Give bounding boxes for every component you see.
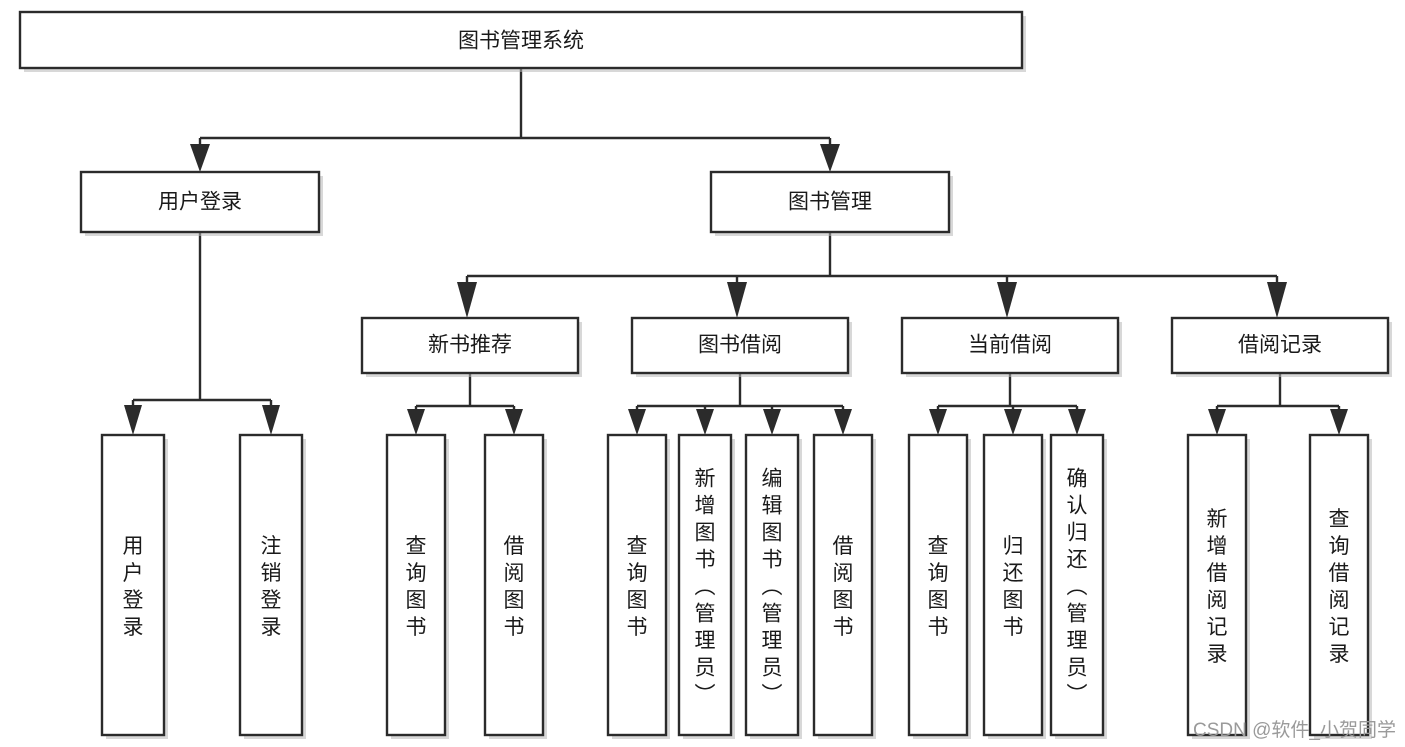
node-book-manage-box[interactable] (709, 170, 951, 234)
leaf-node-layer: 用户登录 注销登录 查询图书 借阅图书 查询图书 新增图书︵管理员︶ 编辑图书︵管理员︶ 借阅… (100, 433, 1372, 739)
node-root-label: 图书管理系统 (458, 30, 584, 53)
arrow-head-leaf-return-book (1004, 409, 1022, 435)
node-leaf-query-book-2[interactable]: 查询图书 (606, 433, 670, 739)
node-leaf-return-book-label: 归还图书 (1003, 535, 1024, 639)
node-leaf-borrow-book-1-label: 借阅图书 (504, 535, 525, 639)
node-leaf-query-book-1[interactable]: 查询图书 (385, 433, 449, 739)
node-leaf-edit-book[interactable]: 编辑图书︵管理员︶ (744, 433, 802, 739)
arrow-head-leaf-logout (262, 405, 280, 435)
node-user-login[interactable]: 用户登录 (79, 170, 323, 236)
node-leaf-borrow-book-2-box[interactable] (812, 433, 874, 737)
node-borrow-record-label: 借阅记录 (1238, 334, 1322, 357)
node-borrow-record-box[interactable] (1170, 316, 1390, 375)
arrow-head-leaf-borrow-book-2 (834, 409, 852, 435)
arrow-head-leaf-edit-book (763, 409, 781, 435)
arrow-head-leaf-add-record (1208, 409, 1226, 435)
arrow-head-book-borrow (727, 282, 747, 318)
node-leaf-query-record-box[interactable] (1308, 433, 1370, 737)
node-book-borrow-box[interactable] (630, 316, 850, 375)
arrow-head-leaf-query-record (1330, 409, 1348, 435)
node-leaf-borrow-book-2[interactable]: 借阅图书 (812, 433, 876, 739)
node-leaf-logout-box[interactable] (238, 433, 304, 737)
node-leaf-query-book-2-box[interactable] (606, 433, 668, 737)
arrow-head-leaf-borrow-book-1 (505, 409, 523, 435)
node-book-manage[interactable]: 图书管理 (709, 170, 953, 236)
node-leaf-borrow-book-1[interactable]: 借阅图书 (483, 433, 547, 739)
node-leaf-add-book-label: 新增图书︵管理员︶ (695, 468, 716, 707)
node-leaf-query-book-3-label: 查询图书 (928, 535, 949, 639)
node-leaf-query-book-1-box[interactable] (385, 433, 447, 737)
arrow-head-leaf-query-book-1 (407, 409, 425, 435)
node-new-book-recommend[interactable]: 新书推荐 (360, 316, 582, 377)
watermark-label: CSDN @软件_小贺同学 (1193, 719, 1396, 741)
node-leaf-query-record[interactable]: 查询借阅记录 (1308, 433, 1372, 739)
arrow-head-leaf-query-book-2 (628, 409, 646, 435)
node-leaf-edit-book-box[interactable] (744, 433, 800, 737)
node-leaf-add-record-box[interactable] (1186, 433, 1248, 737)
node-leaf-query-book-2-label: 查询图书 (627, 535, 648, 639)
node-user-login-label: 用户登录 (158, 191, 242, 214)
node-new-book-recommend-box[interactable] (360, 316, 580, 375)
node-leaf-confirm-return-box[interactable] (1049, 433, 1105, 737)
node-leaf-borrow-book-1-box[interactable] (483, 433, 545, 737)
arrow-head-leaf-add-book (696, 409, 714, 435)
node-root[interactable]: 图书管理系统 (18, 10, 1026, 72)
node-leaf-logout[interactable]: 注销登录 (238, 433, 306, 739)
node-leaf-query-book-3[interactable]: 查询图书 (907, 433, 971, 739)
node-leaf-user-login-box[interactable] (100, 433, 166, 737)
node-new-book-recommend-label: 新书推荐 (428, 334, 512, 357)
node-leaf-edit-book-label: 编辑图书︵管理员︶ (762, 468, 783, 707)
node-leaf-query-book-3-box[interactable] (907, 433, 969, 737)
node-book-borrow-label: 图书借阅 (698, 334, 782, 357)
node-leaf-borrow-book-2-label: 借阅图书 (833, 535, 854, 639)
node-leaf-user-login[interactable]: 用户登录 (100, 433, 168, 739)
arrow-head-new-book-recommend (457, 282, 477, 318)
node-leaf-user-login-label: 用户登录 (123, 535, 144, 639)
arrow-head-leaf-confirm-return (1068, 409, 1086, 435)
node-current-borrow[interactable]: 当前借阅 (900, 316, 1122, 377)
node-leaf-logout-label: 注销登录 (261, 535, 282, 639)
connector-layer (124, 68, 1348, 435)
node-root-box[interactable] (18, 10, 1024, 70)
node-leaf-return-book[interactable]: 归还图书 (982, 433, 1046, 739)
arrow-head-current-borrow (997, 282, 1017, 318)
node-leaf-add-book[interactable]: 新增图书︵管理员︶ (677, 433, 735, 739)
arrow-head-leaf-query-book-3 (929, 409, 947, 435)
arrow-head-leaf-user-login (124, 405, 142, 435)
node-leaf-add-book-box[interactable] (677, 433, 733, 737)
node-user-login-box[interactable] (79, 170, 321, 234)
arrow-head-user-login (190, 144, 210, 172)
node-book-borrow[interactable]: 图书借阅 (630, 316, 852, 377)
node-leaf-query-record-label: 查询借阅记录 (1329, 508, 1350, 666)
arrow-head-book-manage (820, 144, 840, 172)
node-leaf-query-book-1-label: 查询图书 (406, 535, 427, 639)
arrow-head-borrow-record (1267, 282, 1287, 318)
node-leaf-add-record-label: 新增借阅记录 (1207, 508, 1228, 666)
node-current-borrow-box[interactable] (900, 316, 1120, 375)
node-book-manage-label: 图书管理 (788, 191, 872, 214)
node-leaf-confirm-return[interactable]: 确认归还︵管理员︶ (1049, 433, 1107, 739)
node-current-borrow-label: 当前借阅 (968, 334, 1052, 357)
node-borrow-record[interactable]: 借阅记录 (1170, 316, 1392, 377)
node-leaf-return-book-box[interactable] (982, 433, 1044, 737)
node-leaf-confirm-return-label: 确认归还︵管理员︶ (1067, 468, 1088, 707)
node-leaf-add-record[interactable]: 新增借阅记录 (1186, 433, 1250, 739)
